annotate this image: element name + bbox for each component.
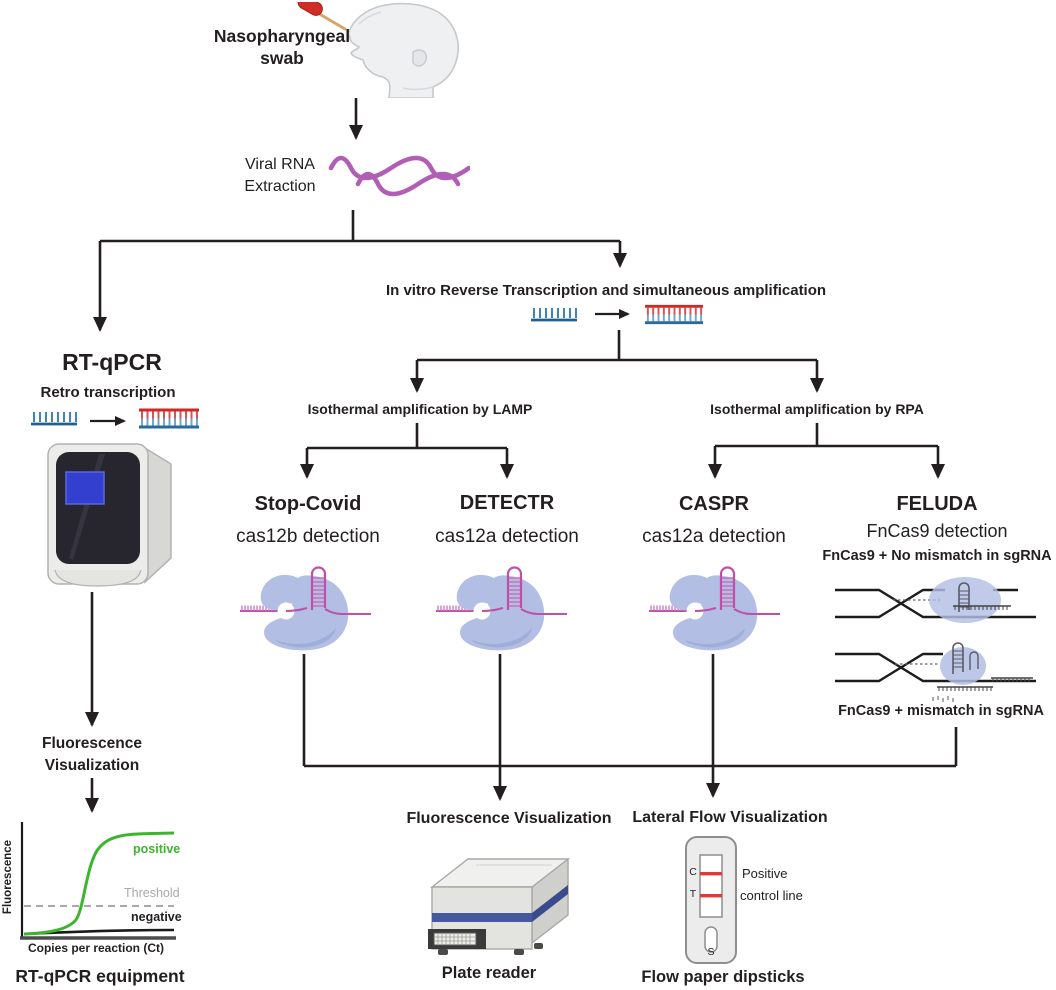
lateral-flow-visualization-label: Lateral Flow Visualization <box>632 809 828 826</box>
graph-positive-label: positive <box>133 842 181 856</box>
rtqpcr-equipment-label: RT-qPCR equipment <box>15 966 185 986</box>
head-swab-illustration <box>297 2 459 98</box>
duplex-dna-icon <box>139 408 199 429</box>
lateral-flow-dipstick <box>685 836 737 964</box>
fncas9-no-mismatch-illustration <box>835 577 1036 623</box>
rtqpcr-title: RT-qPCR <box>62 349 162 375</box>
neck-line <box>402 86 434 91</box>
graph-threshold-label: Threshold <box>124 886 180 900</box>
positive-curve <box>23 831 175 936</box>
brow-line <box>358 11 382 25</box>
plate-reader-label: Plate reader <box>441 964 537 982</box>
detectr-name: DETECTR <box>459 492 555 514</box>
qpcr-amplification-graph <box>20 822 176 940</box>
viral-rna-extraction-label: Viral RNA Extraction <box>244 156 316 195</box>
fluorescence-visualization-left-label: Fluorescence Visualization <box>42 735 142 774</box>
swab-cap-icon <box>297 2 323 16</box>
nasopharyngeal-swab-label: Nasopharyngeal swab <box>213 26 351 68</box>
dipstick-band-s-label: S <box>707 946 715 958</box>
stop-covid-name: Stop-Covid <box>254 493 362 515</box>
caspr-detection: cas12a detection <box>642 526 786 547</box>
ssdna-primer-icon <box>531 308 577 322</box>
dipstick-band-t-label: T <box>689 888 697 900</box>
cas12a-protein-icon <box>649 566 780 651</box>
connector-lamp-split <box>307 423 507 450</box>
connector-rpa-split <box>715 423 938 448</box>
cas12b-protein-icon <box>240 566 371 651</box>
graph-negative-label: negative <box>131 910 182 924</box>
stop-covid-detection: cas12b detection <box>236 526 380 547</box>
detectr-detection: cas12a detection <box>435 526 579 547</box>
dipstick-band-c-label: C <box>689 866 697 878</box>
flow-paper-dipsticks-label: Flow paper dipsticks <box>641 968 805 986</box>
feluda-no-mismatch-label: FnCas9 + No mismatch in sgRNA <box>822 548 1052 564</box>
lamp-branch-label: Isothermal amplification by LAMP <box>307 401 533 417</box>
retro-transcription-label: Retro transcription <box>40 384 176 401</box>
connector-split1 <box>100 210 620 243</box>
feluda-detection: FnCas9 detection <box>866 521 1008 541</box>
fncas9-mismatch-illustration <box>835 642 1036 702</box>
graph-ylabel: Fluorescence <box>2 839 14 915</box>
control-band <box>700 872 722 876</box>
rpa-branch-label: Isothermal amplification by RPA <box>710 401 924 417</box>
ssdna-primer-icon <box>31 412 77 426</box>
rna-squiggle-icon <box>328 155 470 197</box>
feluda-name: FELUDA <box>896 493 978 515</box>
invitro-rt-label: In vitro Reverse Transcription and simul… <box>385 282 827 299</box>
fluorescence-visualization-mid-label: Fluorescence Visualization <box>406 810 612 827</box>
dipstick-annotation-positive: Positive <box>742 866 788 881</box>
feluda-mismatch-label: FnCas9 + mismatch in sgRNA <box>838 703 1044 719</box>
head-outline <box>347 2 459 98</box>
cas12a-protein-icon <box>436 566 567 651</box>
connector-collector <box>302 654 958 768</box>
plate-reader-illustration <box>428 857 571 955</box>
duplex-dna-icon <box>644 304 704 325</box>
dipstick-annotation-control-line: control line <box>740 888 803 903</box>
connector-split2 <box>417 330 817 362</box>
graph-xlabel: Copies per reaction (Ct) <box>27 941 165 955</box>
pcr-machine-illustration <box>47 443 172 587</box>
ear-icon <box>412 49 428 67</box>
caspr-name: CASPR <box>678 493 750 515</box>
test-band <box>700 894 722 898</box>
